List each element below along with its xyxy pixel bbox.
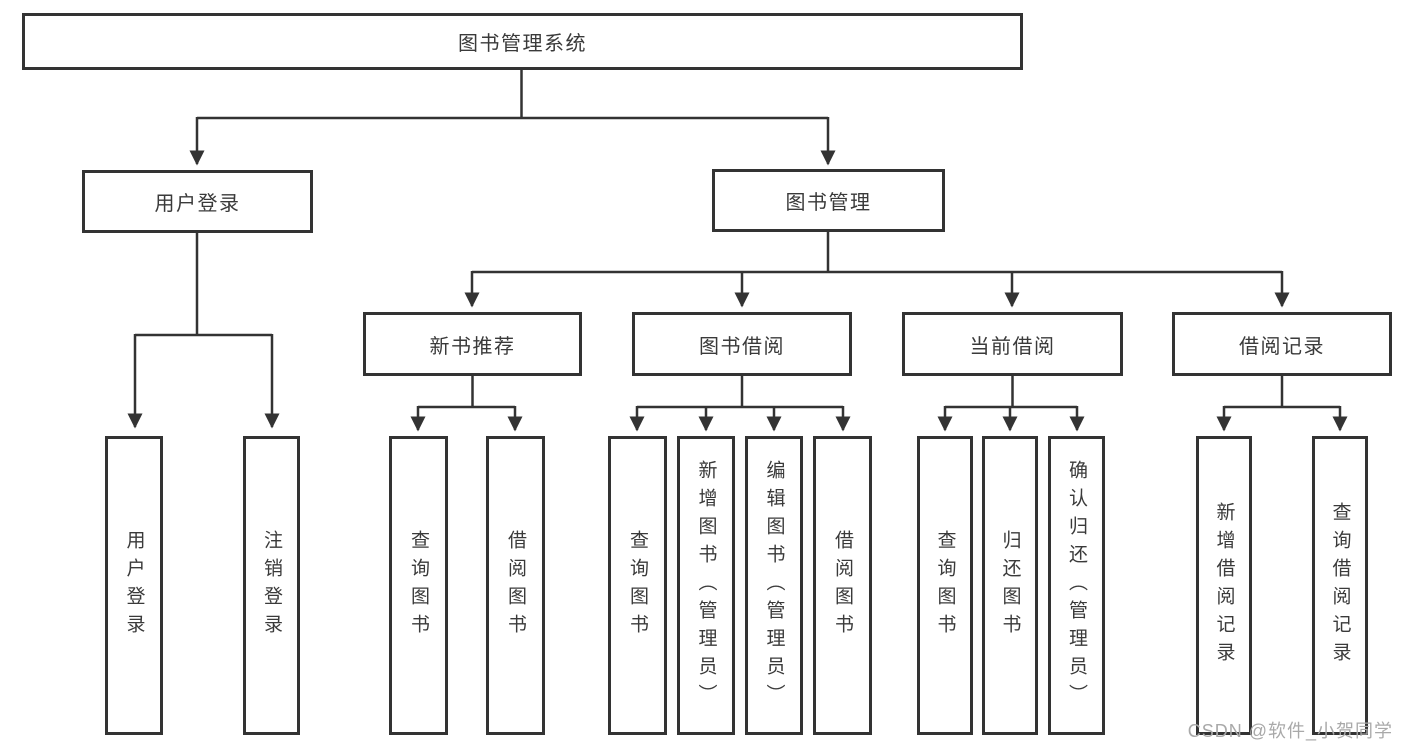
leaf-return-book: 归还图书 xyxy=(982,436,1038,735)
leaf-add-borrow-record: 新增借阅记录 xyxy=(1196,436,1252,735)
leaf-logout-label: 注销登录 xyxy=(261,529,282,642)
leaf-return-book-label: 归还图书 xyxy=(999,529,1021,642)
leaf-current-query-book: 查询图书 xyxy=(917,436,973,735)
node-new-book-recommend: 新书推荐 xyxy=(363,312,582,376)
node-book-borrow: 图书借阅 xyxy=(632,312,852,376)
leaf-user-login: 用户登录 xyxy=(105,436,163,735)
leaf-newbook-borrow-book: 借阅图书 xyxy=(486,436,545,735)
leaf-borrow-book-label: 借阅图书 xyxy=(832,529,853,642)
leaf-confirm-return-admin-label: 确认归还（管理员） xyxy=(1066,459,1087,712)
leaf-user-login-label: 用户登录 xyxy=(123,529,145,642)
leaf-borrow-query-book: 查询图书 xyxy=(608,436,667,735)
leaf-borrow-book: 借阅图书 xyxy=(813,436,872,735)
leaf-add-borrow-record-label: 新增借阅记录 xyxy=(1213,501,1235,670)
leaf-query-borrow-record-label: 查询借阅记录 xyxy=(1329,501,1351,670)
node-book-management: 图书管理 xyxy=(712,169,945,232)
node-root-title: 图书管理系统 xyxy=(22,13,1023,70)
leaf-edit-book-admin-label: 编辑图书（管理员） xyxy=(763,459,785,712)
node-borrow-record: 借阅记录 xyxy=(1172,312,1392,376)
leaf-add-book-admin-label: 新增图书（管理员） xyxy=(695,459,717,712)
leaf-newbook-query-book-label: 查询图书 xyxy=(408,529,429,642)
leaf-newbook-borrow-book-label: 借阅图书 xyxy=(505,529,526,642)
node-user-login: 用户登录 xyxy=(82,170,313,233)
leaf-edit-book-admin: 编辑图书（管理员） xyxy=(745,436,803,735)
leaf-borrow-query-book-label: 查询图书 xyxy=(627,529,648,642)
leaf-add-book-admin: 新增图书（管理员） xyxy=(677,436,735,735)
leaf-newbook-query-book: 查询图书 xyxy=(389,436,448,735)
leaf-query-borrow-record: 查询借阅记录 xyxy=(1312,436,1368,735)
leaf-current-query-book-label: 查询图书 xyxy=(934,529,956,642)
node-current-borrow: 当前借阅 xyxy=(902,312,1123,376)
csdn-watermark: CSDN @软件_小贺同学 xyxy=(1187,721,1393,741)
leaf-logout: 注销登录 xyxy=(243,436,300,735)
leaf-confirm-return-admin: 确认归还（管理员） xyxy=(1048,436,1105,735)
